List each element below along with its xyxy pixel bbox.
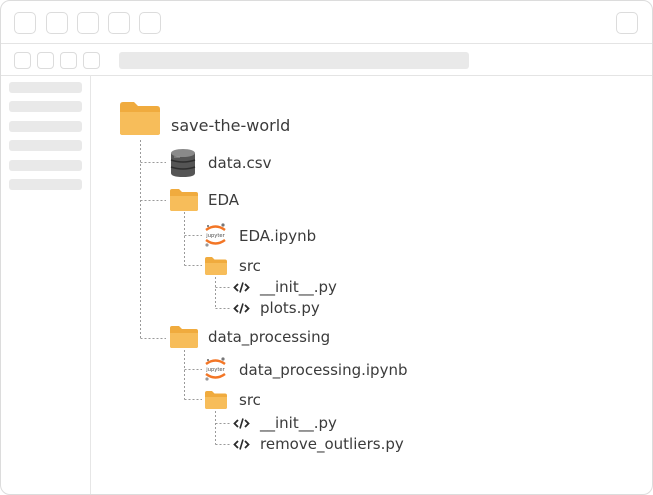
tree-item-label[interactable]: plots.py	[260, 299, 320, 317]
code-icon	[233, 439, 250, 450]
toolbar-divider	[1, 43, 652, 44]
tree-item-label[interactable]: __init__.py	[260, 278, 337, 296]
folder-icon	[170, 189, 198, 211]
tree-item-label[interactable]: save-the-world	[171, 116, 291, 135]
tree-item-label[interactable]: EDA.ipynb	[239, 227, 317, 245]
jupyter-logo-text: jupyter	[205, 233, 225, 239]
tree-item-label[interactable]: data_processing.ipynb	[239, 361, 408, 379]
tree-item-label[interactable]: data_processing	[208, 328, 331, 346]
window-control-button[interactable]	[108, 12, 130, 34]
jupyter-icon: jupyter	[205, 223, 226, 247]
jupyter-logo-text: jupyter	[205, 367, 225, 373]
sidebar-item[interactable]	[9, 160, 82, 171]
tree-item-label[interactable]: __init__.py	[260, 414, 337, 432]
sidebar-divider	[90, 75, 91, 494]
jupyter-icon: jupyter	[205, 357, 226, 381]
window-control-button[interactable]	[77, 12, 99, 34]
folder-icon	[205, 391, 227, 409]
nav-button[interactable]	[60, 52, 77, 69]
header-divider	[1, 75, 652, 76]
folder-icon	[205, 257, 227, 275]
window-control-button[interactable]	[46, 12, 68, 34]
window-control-button[interactable]	[14, 12, 36, 34]
tree-item-label[interactable]: src	[239, 257, 261, 275]
sidebar-item[interactable]	[9, 101, 82, 112]
code-icon	[233, 418, 250, 429]
database-icon	[170, 149, 196, 177]
sidebar-item[interactable]	[9, 121, 82, 132]
sidebar-item[interactable]	[9, 82, 82, 93]
tree-item-label[interactable]: data.csv	[208, 154, 272, 172]
folder-icon	[170, 326, 198, 348]
nav-button[interactable]	[37, 52, 54, 69]
tree-item-label[interactable]: remove_outliers.py	[260, 435, 404, 453]
code-icon	[233, 282, 250, 293]
window-menu-button[interactable]	[616, 12, 638, 34]
folder-icon	[120, 102, 160, 135]
nav-button[interactable]	[14, 52, 31, 69]
nav-button[interactable]	[83, 52, 100, 69]
tree-item-label[interactable]: EDA	[208, 191, 240, 209]
sidebar-item[interactable]	[9, 140, 82, 151]
tree-item-label[interactable]: src	[239, 391, 261, 409]
address-bar[interactable]	[119, 52, 469, 69]
code-icon	[233, 303, 250, 314]
window-control-button[interactable]	[139, 12, 161, 34]
sidebar-item[interactable]	[9, 179, 82, 190]
